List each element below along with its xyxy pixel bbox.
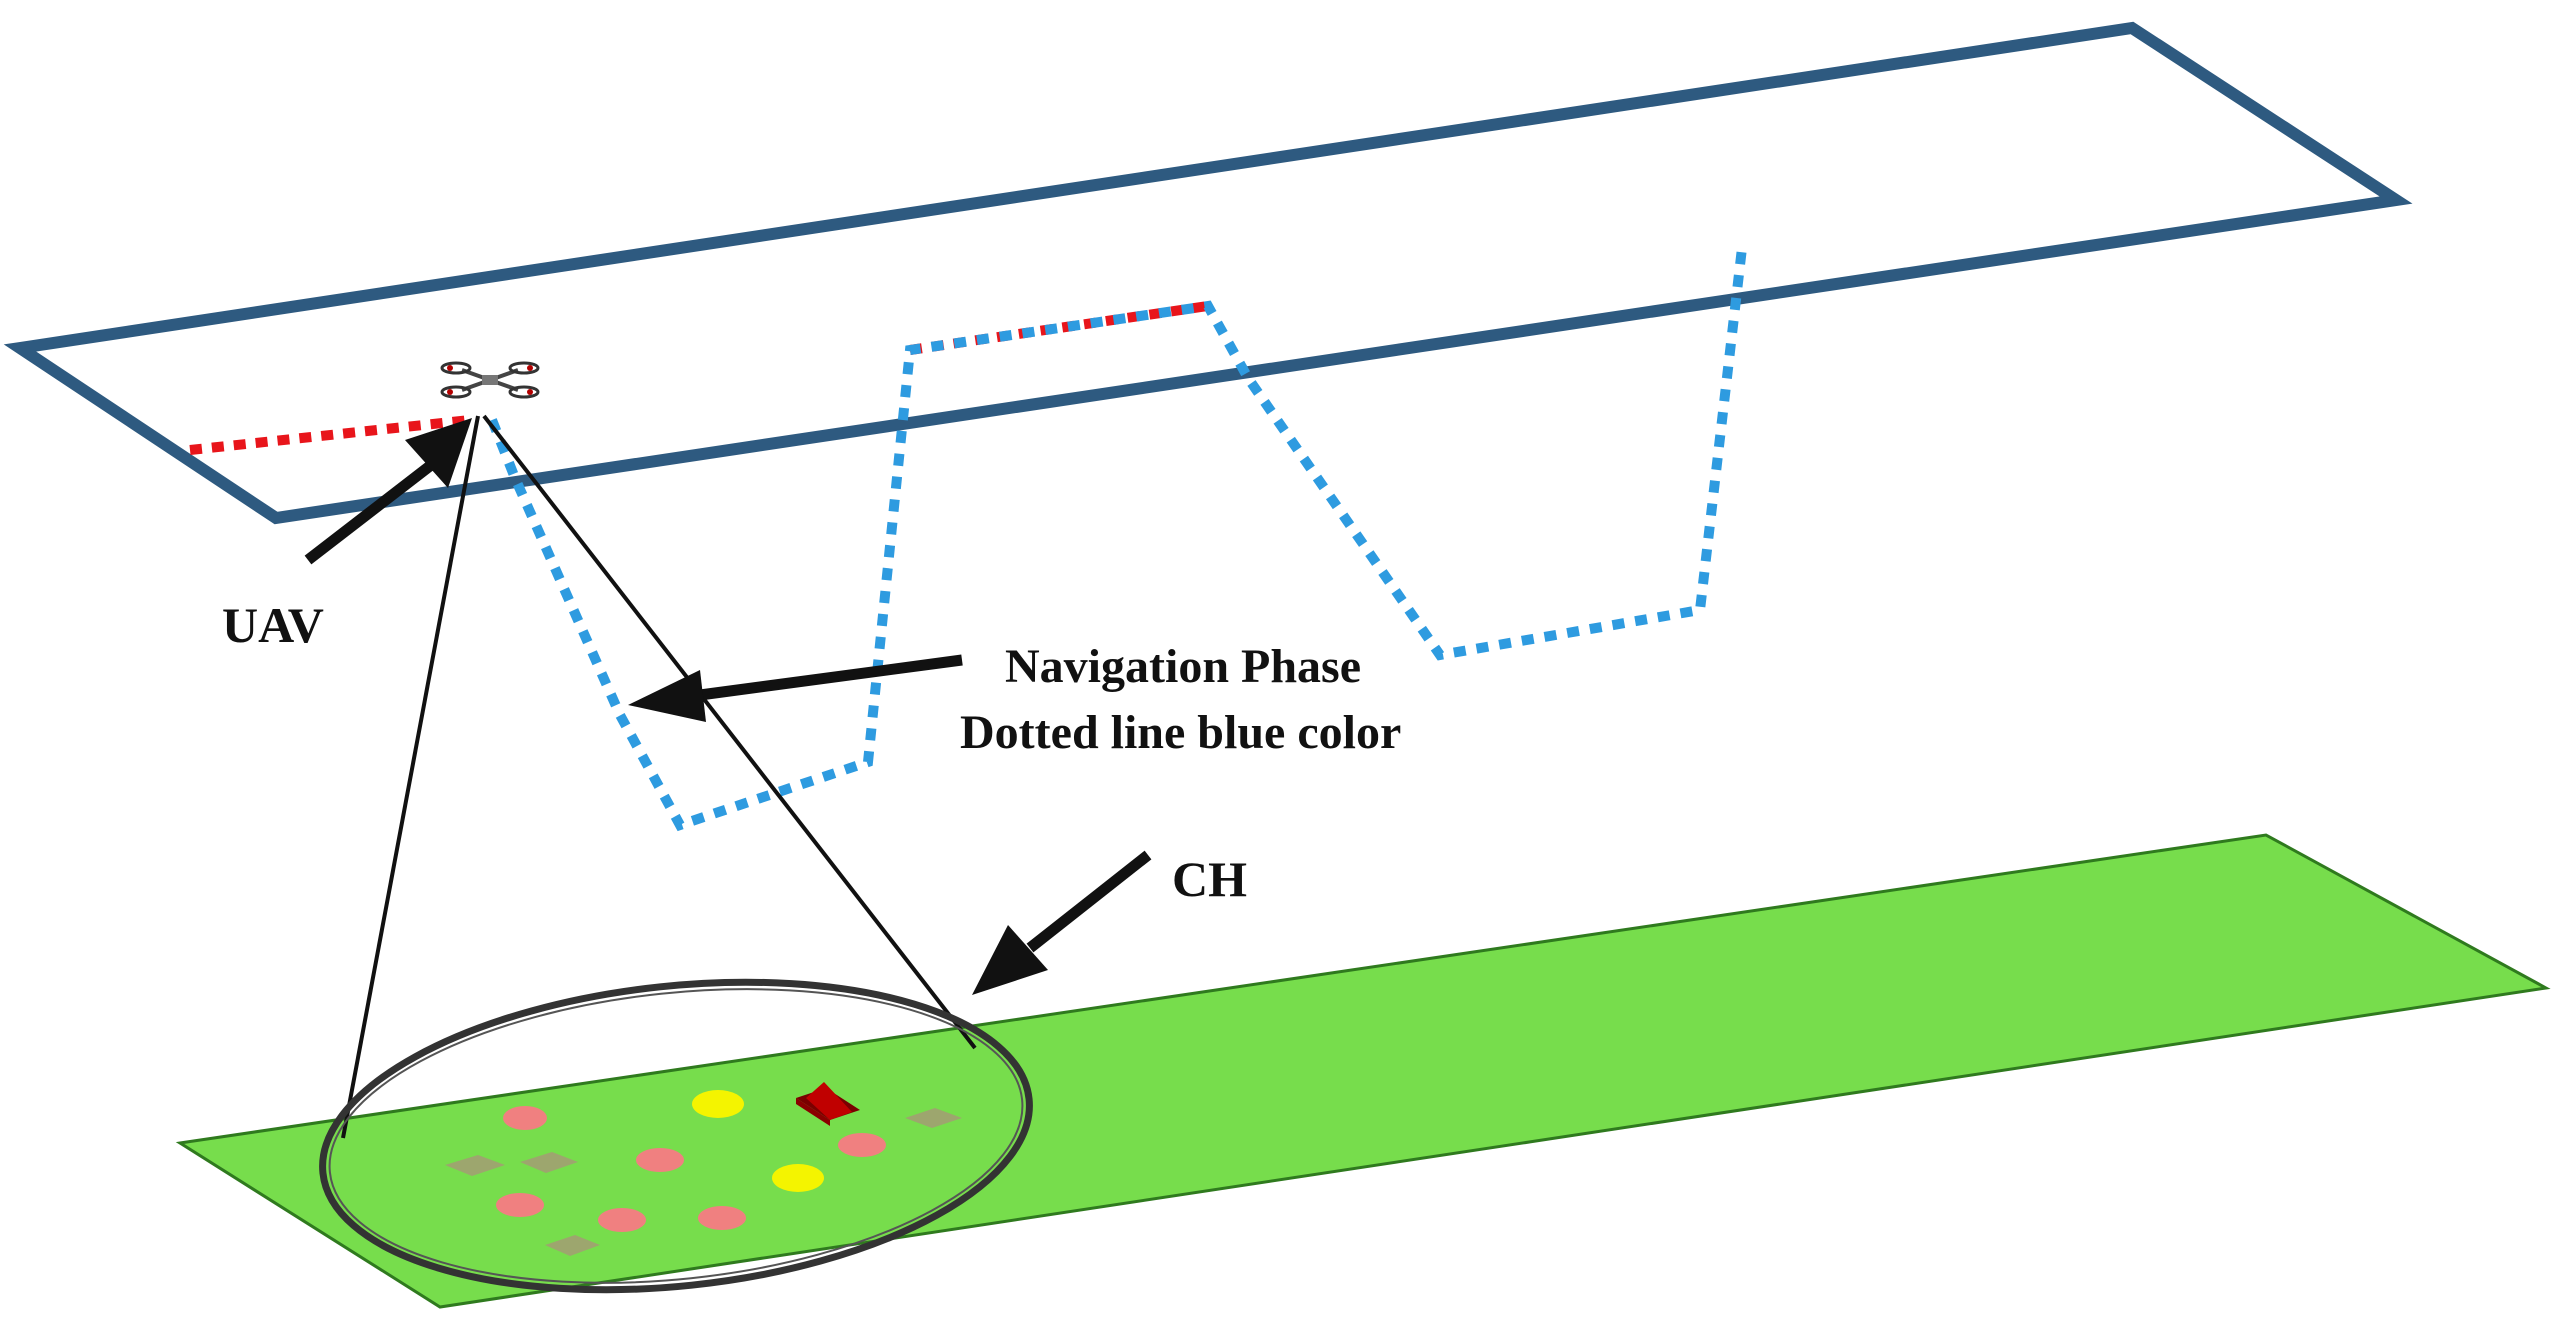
uav-arrow <box>304 418 472 565</box>
ground-plane <box>175 833 2551 1309</box>
navigation-arrow <box>628 654 963 722</box>
cluster-head-node-icon <box>796 1082 860 1126</box>
quadcopter-icon <box>440 361 540 399</box>
sensor-node <box>545 1235 600 1256</box>
sensor-node <box>598 1208 646 1232</box>
sensor-node <box>905 1108 962 1128</box>
sensor-node <box>772 1164 824 1192</box>
navigation-path <box>487 247 1747 832</box>
coverage-ellipse <box>319 978 1033 1294</box>
sensor-node <box>838 1133 886 1157</box>
navigation-phase-label: Navigation Phase <box>1005 640 1361 693</box>
flight-plane <box>3 21 2413 525</box>
sensor-node <box>698 1206 746 1230</box>
sensor-nodes <box>445 1090 962 1256</box>
red-path-left <box>189 415 471 455</box>
coverage-ellipse-inner <box>328 988 1024 1284</box>
cone-line-left <box>341 415 480 1139</box>
ch-label: CH <box>1172 851 1247 907</box>
sensor-node <box>636 1148 684 1172</box>
sensor-node <box>445 1155 505 1176</box>
sensor-node <box>496 1193 544 1217</box>
sensor-node <box>520 1152 578 1173</box>
uav-label: UAV <box>222 597 324 653</box>
cone-line-right <box>482 414 977 1050</box>
sensor-node <box>503 1106 547 1130</box>
navigation-line-description-label: Dotted line blue color <box>960 706 1401 759</box>
sensor-node <box>692 1090 744 1118</box>
ch-arrow <box>972 850 1152 995</box>
